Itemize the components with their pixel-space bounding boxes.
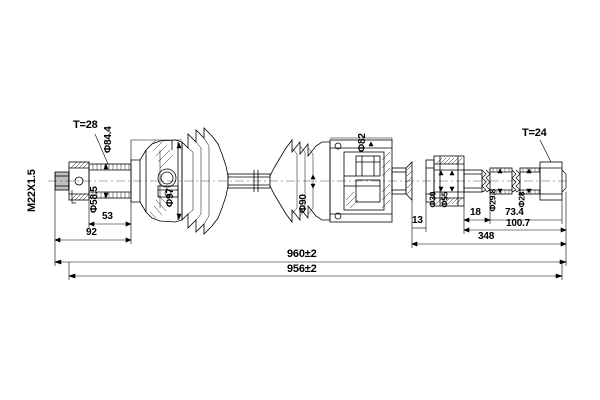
dim-overall-956: 956±2 bbox=[287, 263, 317, 275]
label-spline-t24: T=24 bbox=[522, 127, 547, 139]
hex-nut-collar bbox=[68, 161, 90, 204]
label-dia-29-8: Φ29.8 bbox=[487, 188, 498, 212]
intermediate-shaft-left bbox=[227, 170, 271, 192]
dim-73-4: 73.4 bbox=[505, 207, 524, 218]
outer-cv-joint-housing bbox=[130, 139, 183, 223]
leader-lines bbox=[94, 133, 552, 165]
label-spline-t28: T=28 bbox=[73, 119, 98, 131]
dim-100-7: 100.7 bbox=[506, 218, 531, 229]
label-thread-m22: M22X1.5 bbox=[26, 169, 38, 212]
left-threaded-stub bbox=[54, 171, 70, 191]
label-dia-82: Φ82 bbox=[357, 133, 368, 152]
inner-tripod-joint-housing bbox=[329, 139, 393, 223]
diameter-arrows bbox=[103, 141, 532, 220]
label-dia-84-4: Φ84.4 bbox=[103, 126, 114, 153]
dim-overall-960: 960±2 bbox=[287, 248, 317, 260]
dim-348: 348 bbox=[478, 231, 495, 242]
dim-13: 13 bbox=[412, 215, 423, 226]
dim-92: 92 bbox=[86, 227, 97, 238]
support-bearing-housing bbox=[425, 155, 465, 207]
label-dia-30: Φ30 bbox=[427, 191, 438, 208]
label-dia-97: Φ97 bbox=[165, 188, 176, 207]
dim-18: 18 bbox=[470, 207, 481, 218]
left-spline-shaft bbox=[88, 163, 132, 199]
left-rubber-boot bbox=[181, 127, 229, 235]
drawing-geometry bbox=[48, 127, 568, 280]
label-dia-55: Φ55 bbox=[439, 191, 450, 208]
label-dia-58-5: Φ58.5 bbox=[89, 186, 100, 213]
label-dia-28: Φ28 bbox=[516, 191, 527, 208]
label-dia-90: Φ90 bbox=[298, 194, 309, 213]
dimension-lines-left bbox=[54, 190, 132, 244]
overall-dimension-lines bbox=[54, 244, 567, 280]
dim-53: 53 bbox=[102, 211, 113, 222]
dimension-lines-right bbox=[411, 192, 567, 248]
right-shaft-splines bbox=[463, 161, 567, 201]
